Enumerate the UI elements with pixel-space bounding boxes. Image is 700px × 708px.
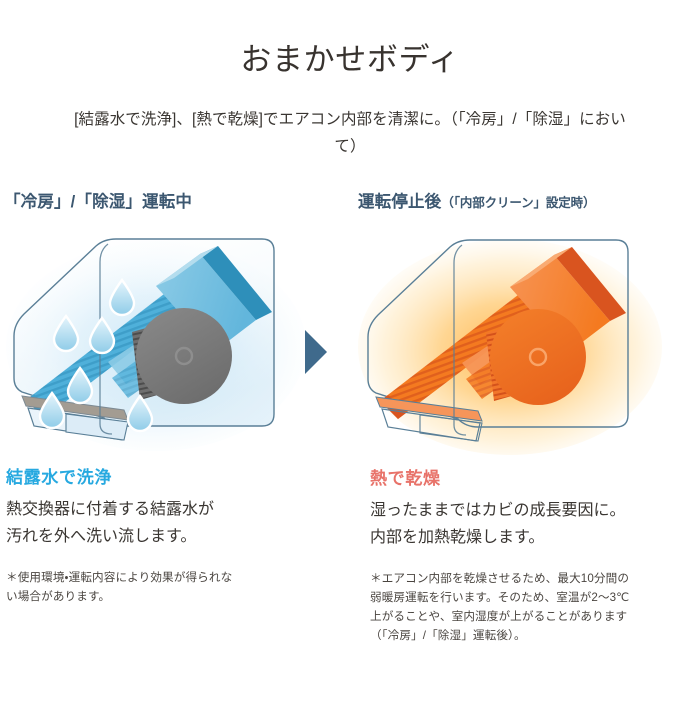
page-subtitle-line-2: て） — [334, 138, 366, 155]
droplet — [52, 313, 80, 353]
footnote-line: 上がることや、室内湿度が上がることがあります — [370, 610, 628, 623]
caption-body-line: 熱交換器に付着する結露水が — [6, 501, 215, 518]
footnote-drying: ＊エアコン内部を乾燥させるため、最大10分間の 弱暖房運転を行います。そのため、… — [358, 569, 698, 645]
droplet — [38, 390, 66, 430]
cross-flow-fan — [132, 308, 232, 404]
panel-cooling: 「冷房」/「除湿」運転中 — [4, 190, 344, 606]
unit-front-glass-edge — [453, 244, 467, 436]
section-heading-drying: 運転停止後（「内部クリーン」設定時） — [358, 190, 698, 215]
footnote-line: 弱暖房運転を行います。そのため、室温が2〜3℃ — [370, 591, 630, 604]
droplet — [66, 365, 94, 405]
triangle-right-icon — [303, 328, 329, 376]
caption-body-line: 内部を加熱乾燥します。 — [370, 529, 545, 546]
page-subtitle: [結露水で洗浄]、[熱で乾燥]でエアコン内部を清潔に。（「冷房」/「除湿」におい… — [6, 106, 694, 160]
section-heading-drying-sub: （「内部クリーン」設定時） — [441, 196, 596, 210]
droplet — [126, 393, 154, 433]
caption-heading-drying: 熱で乾燥 — [370, 469, 441, 488]
footnote-line: ＊使用環境・運転内容により効果が得られな — [6, 571, 233, 584]
air-conditioner-drying-illustration — [358, 229, 698, 459]
page-subtitle-line-1: [結露水で洗浄]、[熱で乾燥]でエアコン内部を清潔に。（「冷房」/「除湿」におい — [74, 111, 626, 128]
caption-body-line: 湿ったままではカビの成長要因に。 — [370, 502, 626, 519]
unit-housing-body — [367, 239, 629, 428]
section-heading-cooling: 「冷房」/「除湿」運転中 — [4, 193, 193, 211]
footnote-line: ＊エアコン内部を乾燥させるため、最大10分間の — [370, 572, 630, 585]
caption-body-line: 汚れを外へ洗い流します。 — [6, 528, 197, 545]
caption-heading-cooling: 結露水で洗浄 — [6, 468, 113, 487]
air-conditioner-cooling-illustration — [4, 228, 344, 458]
section-heading-drying-main: 運転停止後 — [358, 193, 442, 211]
caption-body-drying: 湿ったままではカビの成長要因に。 内部を加熱乾燥します。 — [358, 497, 698, 551]
footnote-line: （「冷房」/「除湿」運転後）。 — [370, 629, 526, 642]
footnote-line: い場合があります。 — [6, 590, 111, 603]
caption-body-cooling: 熱交換器に付着する結露水が 汚れを外へ洗い流します。 — [4, 496, 344, 550]
panel-drying: 運転停止後（「内部クリーン」設定時） — [358, 190, 698, 645]
droplet — [108, 277, 136, 317]
louver-flap — [375, 396, 483, 442]
droplet — [88, 315, 116, 355]
water-droplets — [38, 277, 154, 433]
page-title: おまかせボディ — [240, 42, 460, 77]
cross-flow-fan — [486, 309, 586, 405]
footnote-cooling: ＊使用環境・運転内容により効果が得られな い場合があります。 — [4, 568, 344, 606]
